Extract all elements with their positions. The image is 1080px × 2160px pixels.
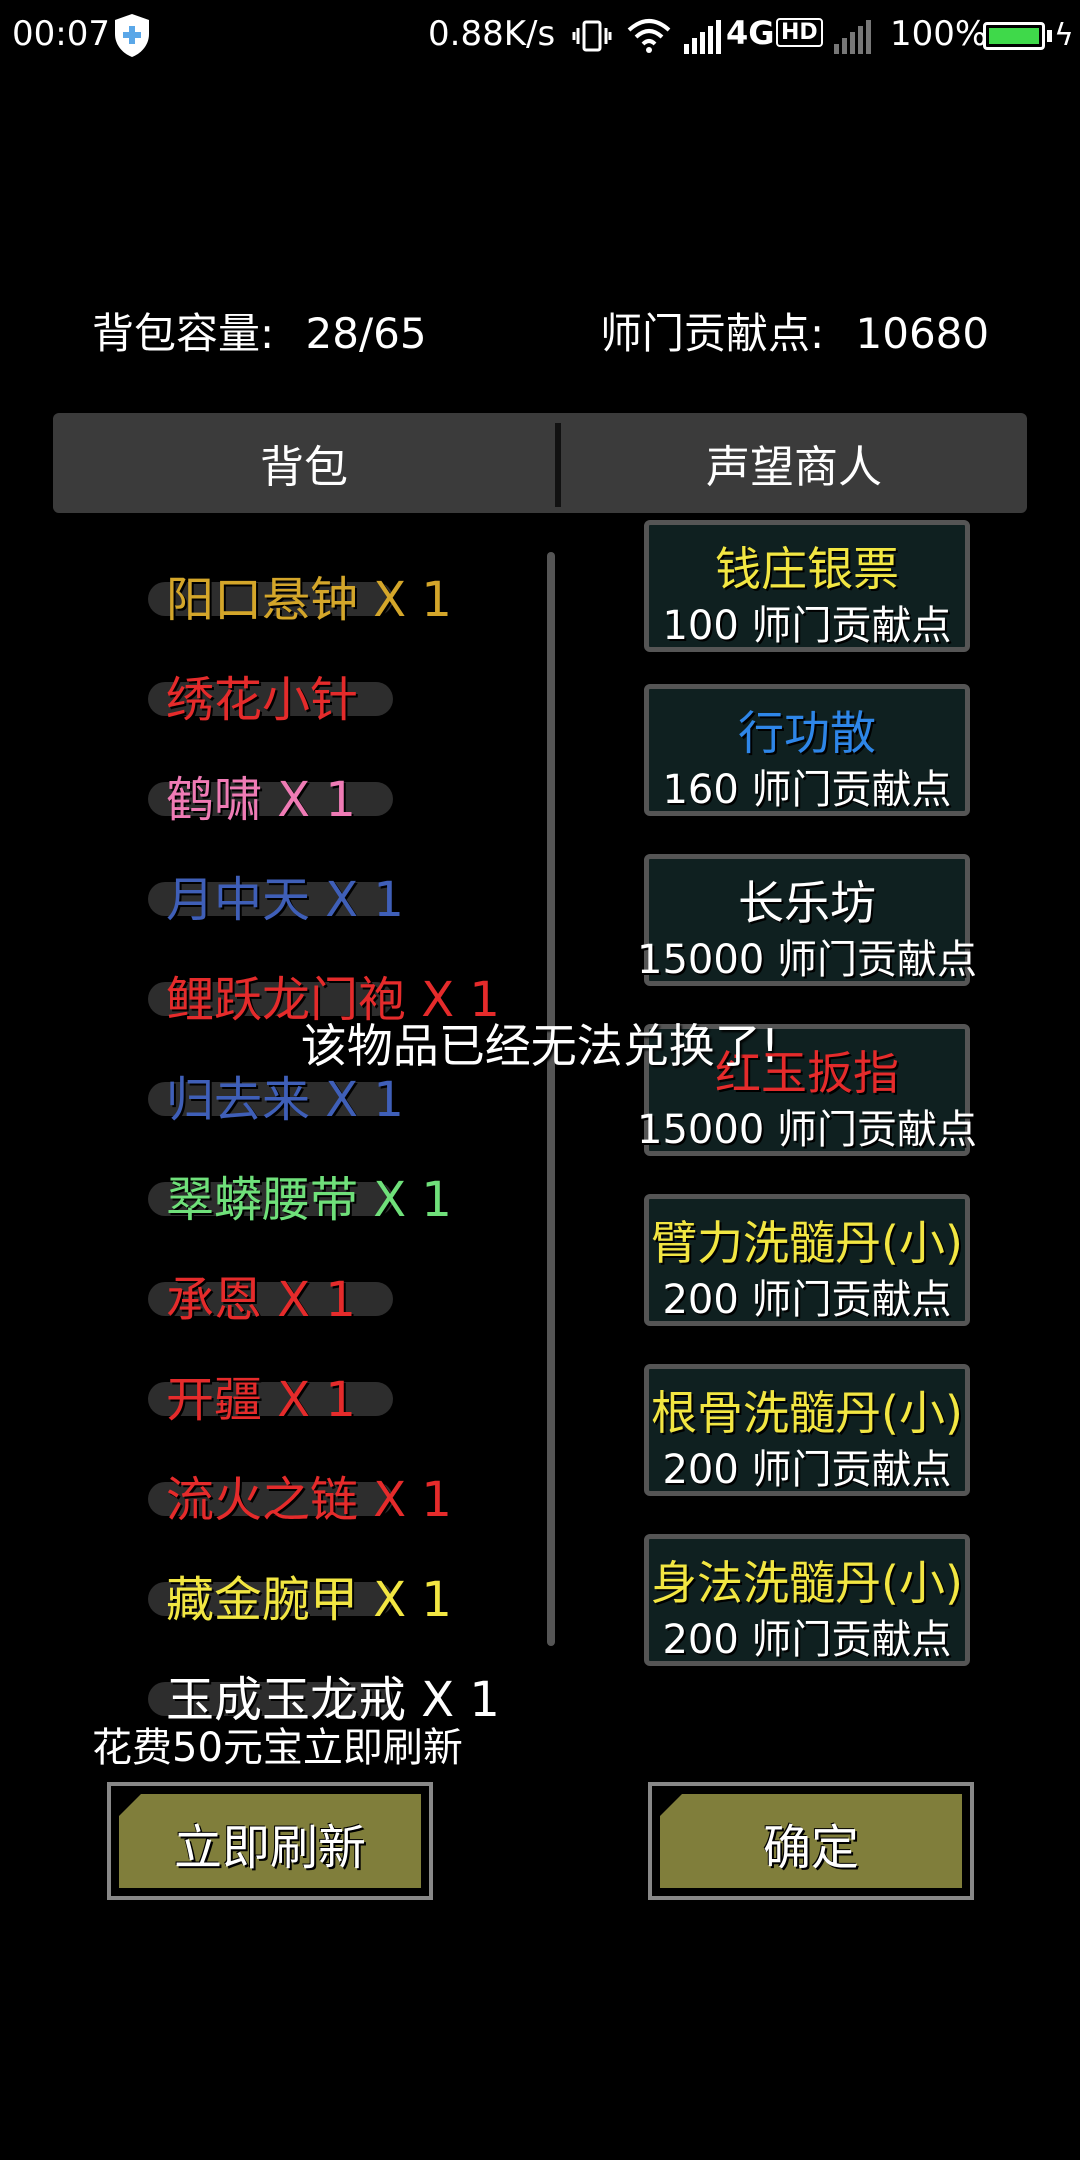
network-type: 4G — [726, 14, 775, 52]
shop-item-name: 臂力洗髓丹(小) — [651, 1216, 963, 1270]
item-name: 翠蟒腰带 X 1 — [166, 1172, 452, 1228]
shop-item-name: 身法洗髓丹(小) — [651, 1556, 963, 1610]
refresh-cost-note: 花费50元宝立即刷新 — [92, 1725, 463, 1771]
shop-item[interactable]: 红玉扳指 15000 师门贡献点 — [637, 1024, 977, 1156]
shop-list[interactable]: 钱庄银票 100 师门贡献点 行功散 160 师门贡献点 长乐坊 15000 师… — [637, 520, 980, 1690]
refresh-now-button[interactable]: 立即刷新 — [107, 1782, 433, 1900]
contribution-value: 10680 — [855, 309, 990, 358]
shop-item-price: 100 师门贡献点 — [662, 603, 952, 649]
confirm-label: 确定 — [762, 1820, 859, 1876]
shop-item[interactable]: 长乐坊 15000 师门贡献点 — [637, 854, 977, 986]
item-name: 玉成玉龙戒 X 1 — [166, 1672, 500, 1728]
item-name: 承恩 X 1 — [166, 1272, 356, 1328]
item-name: 月中天 X 1 — [166, 872, 404, 928]
inventory-list[interactable]: 阳口悬钟 X 1 绣花小针 鹤啸 X 1 月中天 X 1 鲤跃龙门袍 X 1 归… — [140, 540, 540, 1728]
battery-percent: 100% — [890, 14, 988, 54]
shop-item-name: 钱庄银票 — [715, 542, 899, 596]
tab-divider — [555, 423, 561, 507]
shop-item-price: 200 师门贡献点 — [662, 1277, 952, 1323]
hd-badge: HD — [776, 18, 823, 47]
contribution-points: 师门贡献点: 10680 — [600, 300, 989, 361]
item-name: 绣花小针 — [166, 672, 359, 728]
shop-item-price: 200 师门贡献点 — [662, 1617, 952, 1663]
shop-item-price: 15000 师门贡献点 — [637, 1107, 977, 1153]
status-time: 00:07 — [12, 14, 110, 54]
item-name: 开疆 X 1 — [166, 1372, 356, 1428]
shop-item[interactable]: 身法洗髓丹(小) 200 师门贡献点 — [644, 1534, 970, 1666]
bag-capacity-label: 背包容量: — [92, 309, 275, 358]
tab-reputation-merchant[interactable]: 声望商人 — [706, 442, 882, 493]
shop-item[interactable]: 根骨洗髓丹(小) 200 师门贡献点 — [644, 1364, 970, 1496]
toast-message: 该物品已经无法兑换了! — [300, 1019, 780, 1073]
item-name: 阳口悬钟 X 1 — [166, 572, 452, 628]
item-name: 归去来 X 1 — [166, 1072, 404, 1128]
status-bar: 00:07 0.88K/s 4G HD 100% ϟ — [0, 0, 1080, 72]
confirm-button[interactable]: 确定 — [648, 1782, 974, 1900]
tab-bar: 背包 声望商人 — [53, 413, 1027, 513]
shop-item-name: 行功散 — [738, 706, 876, 760]
bag-capacity: 背包容量: 28/65 — [92, 300, 427, 361]
bag-capacity-value: 28/65 — [305, 309, 427, 358]
network-speed: 0.88K/s — [428, 14, 556, 54]
shop-item[interactable]: 行功散 160 师门贡献点 — [644, 684, 970, 816]
item-name: 藏金腕甲 X 1 — [166, 1572, 452, 1628]
item-name: 鹤啸 X 1 — [166, 772, 356, 828]
item-name: 流火之链 X 1 — [166, 1472, 452, 1528]
shop-item[interactable]: 钱庄银票 100 师门贡献点 — [644, 520, 970, 652]
shop-item-name: 红玉扳指 — [715, 1046, 899, 1100]
shop-item-price: 160 师门贡献点 — [662, 767, 952, 813]
tab-bag[interactable]: 背包 — [260, 442, 348, 493]
shop-item-price: 200 师门贡献点 — [662, 1447, 952, 1493]
contribution-label: 师门贡献点: — [600, 309, 825, 358]
cell-signal-2-icon — [834, 20, 871, 54]
shop-item[interactable]: 臂力洗髓丹(小) 200 师门贡献点 — [644, 1194, 970, 1326]
vibrate-icon — [572, 20, 612, 52]
wifi-icon — [627, 19, 671, 53]
cell-signal-icon — [684, 20, 721, 54]
shop-item-price: 15000 师门贡献点 — [637, 937, 977, 983]
item-name: 鲤跃龙门袍 X 1 — [166, 972, 500, 1028]
battery-icon — [983, 22, 1045, 50]
inventory-scrollbar[interactable] — [547, 552, 555, 1646]
shop-item-name: 长乐坊 — [738, 876, 876, 930]
refresh-now-label: 立即刷新 — [173, 1820, 366, 1876]
security-shield-icon — [115, 14, 149, 57]
shop-item-name: 根骨洗髓丹(小) — [651, 1386, 963, 1440]
battery-tip — [1047, 30, 1052, 42]
charging-icon: ϟ — [1054, 18, 1074, 53]
